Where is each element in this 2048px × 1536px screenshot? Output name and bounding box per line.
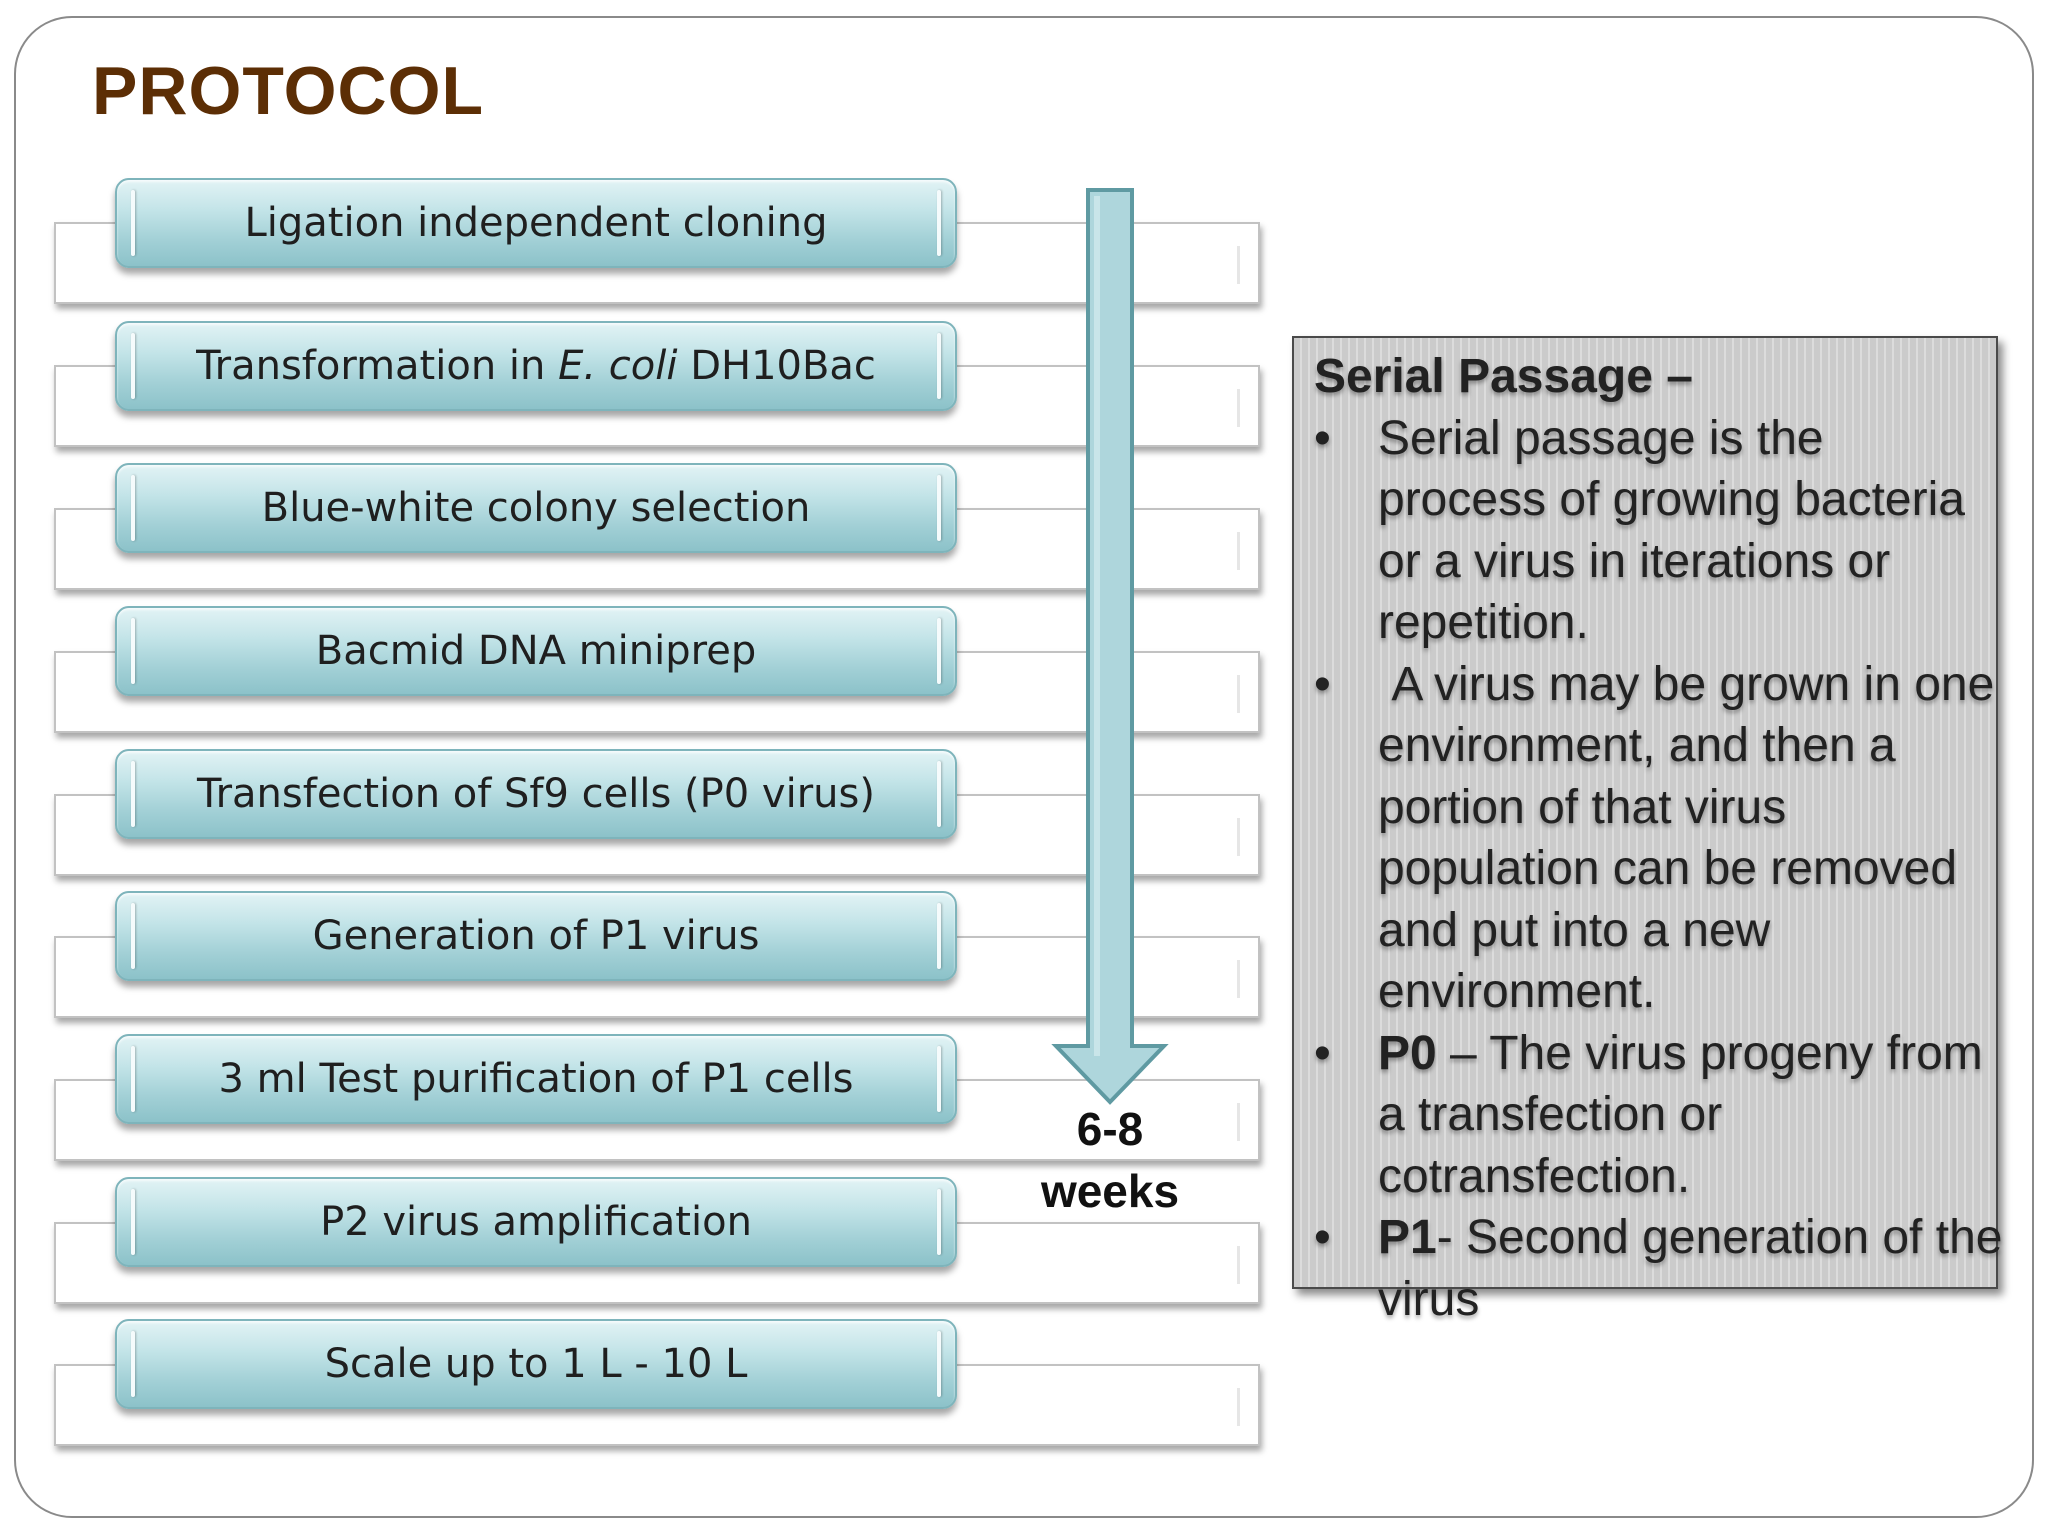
bullet-text: P0 – The virus progeny from a transfecti… <box>1378 1026 1983 1203</box>
serial-passage-text: Serial Passage – • Serial passage is the… <box>1314 346 2004 1330</box>
serial-passage-box <box>1292 336 1998 1289</box>
bullet-item: • P1- Second generation of the virus <box>1314 1207 2004 1330</box>
bullet-dot: • <box>1314 1211 1331 1264</box>
bullet-dot: • <box>1314 1026 1331 1080</box>
step-transformation: Transformation in E. coli DH10Bac <box>115 321 957 411</box>
duration-label: 6-8 weeks <box>1020 1098 1200 1222</box>
term-p1: P1 <box>1378 1211 1437 1264</box>
step-scale-up: Scale up to 1 L - 10 L <box>115 1319 957 1409</box>
duration-range: 6-8 <box>1076 1103 1144 1155</box>
duration-unit: weeks <box>1040 1165 1180 1217</box>
bullet-text: Serial passage is the process of growing… <box>1378 411 1965 650</box>
step-label: Scale up to 1 L - 10 L <box>324 1341 748 1387</box>
organism-name: E. coli <box>558 343 678 389</box>
bullet-item: • Serial passage is the process of growi… <box>1314 408 2004 654</box>
step-transfection: Transfection of Sf9 cells (P0 virus) <box>115 749 957 839</box>
bullet-dot: • <box>1314 411 1331 465</box>
step-label: Transformation in E. coli DH10Bac <box>196 343 876 389</box>
step-ligation-cloning: Ligation independent cloning <box>115 178 957 268</box>
step-label: Ligation independent cloning <box>244 200 828 246</box>
step-label: Blue-white colony selection <box>261 485 811 531</box>
bullet-text: P1- Second generation of the virus <box>1378 1211 2003 1326</box>
step-label: Bacmid DNA miniprep <box>315 628 757 674</box>
step-p2-amplification: P2 virus amplification <box>115 1177 957 1267</box>
serial-passage-heading: Serial Passage – <box>1314 350 1693 403</box>
bullet-item: • A virus may be grown in one environmen… <box>1314 654 2004 1023</box>
bullet-item: • P0 – The virus progeny from a transfec… <box>1314 1023 2004 1208</box>
bullet-dot: • <box>1314 657 1331 711</box>
bullet-text: A virus may be grown in one environment,… <box>1378 657 2008 1019</box>
step-p1-generation: Generation of P1 virus <box>115 891 957 981</box>
step-label: P2 virus amplification <box>320 1199 752 1245</box>
slide-title: PROTOCOL <box>92 53 485 129</box>
step-colony-selection: Blue-white colony selection <box>115 463 957 553</box>
step-bacmid-miniprep: Bacmid DNA miniprep <box>115 606 957 696</box>
term-p0: P0 <box>1378 1026 1437 1080</box>
step-label: Generation of P1 virus <box>312 913 760 959</box>
step-test-purification: 3 ml Test purification of P1 cells <box>115 1034 957 1124</box>
timeline-arrow-icon <box>1051 188 1169 1105</box>
step-label: 3 ml Test purification of P1 cells <box>218 1056 854 1102</box>
step-label: Transfection of Sf9 cells (P0 virus) <box>197 771 875 817</box>
